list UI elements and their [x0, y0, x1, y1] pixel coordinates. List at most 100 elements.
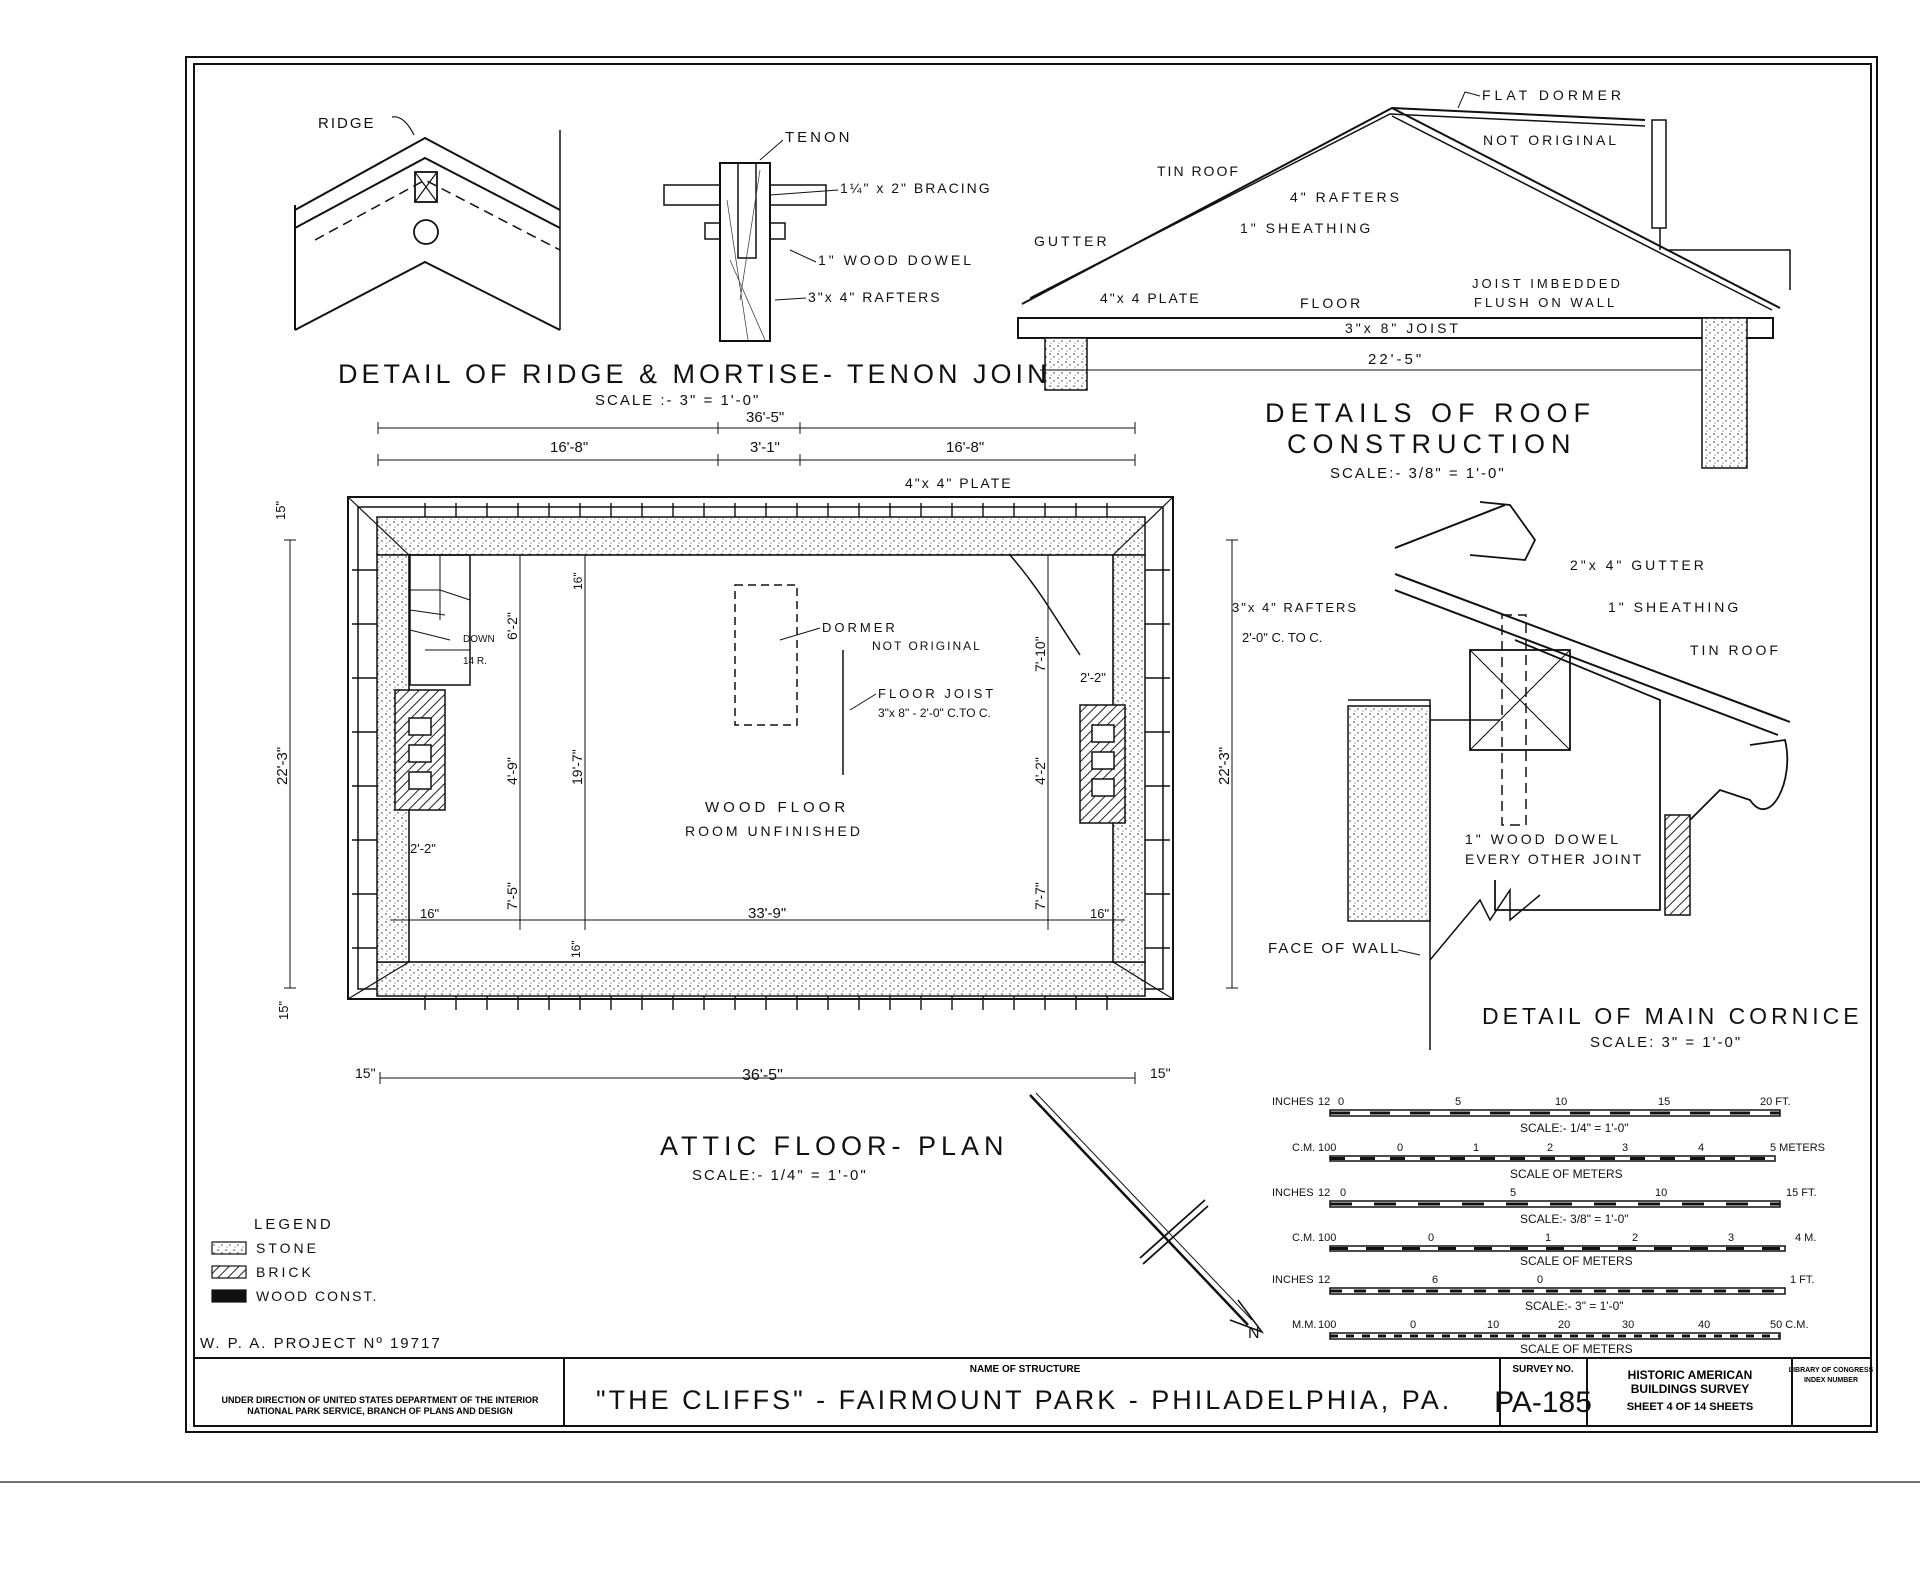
inner-border — [193, 63, 1872, 1427]
s5-t1: 0 — [1537, 1274, 1543, 1286]
s3-t0: 0 — [1340, 1187, 1346, 1199]
cornice-rafters: 3"x 4" RAFTERS — [1232, 600, 1358, 615]
s4-lead: 100 — [1318, 1232, 1336, 1244]
cornice-dowel: 1" WOOD DOWEL — [1465, 831, 1621, 847]
dim-22-right: 2'-2" — [1080, 670, 1106, 685]
stair-risers: 14 R. — [463, 656, 487, 667]
plate-label: 4"x 4 PLATE — [1100, 290, 1201, 306]
s2-caption: SCALE OF METERS — [1510, 1167, 1623, 1181]
dim-overall-bottom: 36'-5" — [742, 1067, 783, 1084]
agency-line-1: UNDER DIRECTION OF UNITED STATES DEPARTM… — [222, 1395, 540, 1405]
roof-title-1: DETAILS OF ROOF — [1265, 398, 1596, 428]
cornice-title: DETAIL OF MAIN CORNICE — [1482, 1003, 1863, 1029]
north-arrow: N — [1029, 1092, 1265, 1342]
ridge-title: DETAIL OF RIDGE & MORTISE- TENON JOINT — [338, 359, 1071, 389]
dim-w15-bottom: 15" — [276, 1001, 291, 1020]
legend-wood: WOOD CONST. — [256, 1288, 378, 1304]
roof-title-2: CONSTRUCTION — [1287, 429, 1577, 459]
room-unfinished: ROOM UNFINISHED — [685, 823, 863, 839]
joist-3x8: 3"x 8" JOIST — [1345, 320, 1461, 336]
s4-t4: 4 M. — [1795, 1232, 1816, 1244]
cornice-sheathing: 1" SHEATHING — [1608, 599, 1741, 615]
s1-t0: 0 — [1338, 1096, 1344, 1108]
floor-label: FLOOR — [1300, 295, 1363, 311]
legend-stone: STONE — [256, 1240, 319, 1256]
s4-caption: SCALE OF METERS — [1520, 1254, 1633, 1268]
bracing-label: 1¼" x 2" BRACING — [840, 180, 992, 196]
name-label: NAME OF STRUCTURE — [970, 1364, 1081, 1375]
s5-caption: SCALE:- 3" = 1'-0" — [1525, 1299, 1624, 1313]
wpa-project: W. P. A. PROJECT Nº 19717 — [200, 1335, 442, 1352]
sheet-no: SHEET 4 OF 14 SHEETS — [1627, 1401, 1754, 1413]
dim-right-h: 22'-3" — [1216, 747, 1233, 785]
dormer-note: NOT ORIGINAL — [872, 639, 982, 653]
not-original: NOT ORIGINAL — [1483, 132, 1619, 148]
cornice-every-other: EVERY OTHER JOINT — [1465, 851, 1643, 867]
ridge-detail: RIDGE TENON 1¼" x 2" BRACING 1" WOOD DOW… — [294, 115, 1071, 409]
s5-lead: 12 — [1318, 1274, 1330, 1286]
s5-t0: 6 — [1432, 1274, 1438, 1286]
s1-t4: 20 FT. — [1760, 1096, 1791, 1108]
dim-right-top: 7'-10" — [1032, 636, 1048, 672]
tenon-label: TENON — [785, 129, 853, 146]
gutter-label: GUTTER — [1034, 233, 1110, 249]
s1-t2: 10 — [1555, 1096, 1567, 1108]
dowel-label: 1" WOOD DOWEL — [818, 252, 974, 268]
outer-border — [185, 56, 1878, 1433]
joist-imbedded: JOIST IMBEDDED — [1472, 276, 1623, 291]
loc-line-1: LIBRARY OF CONGRESS — [1789, 1367, 1874, 1374]
rafters-4: 4" RAFTERS — [1290, 189, 1402, 205]
s6-t1: 10 — [1487, 1319, 1499, 1331]
dim-low-h: 7'-5" — [504, 882, 520, 910]
s4-t2: 2 — [1632, 1232, 1638, 1244]
dim-w15-top: 15" — [273, 501, 288, 520]
s6-unit: M.M. — [1292, 1319, 1316, 1331]
dormer-label: DORMER — [822, 620, 898, 635]
span-22-5: 22'-5" — [1368, 351, 1424, 368]
s3-t3: 15 FT. — [1786, 1187, 1817, 1199]
s3-lead: 12 — [1318, 1187, 1330, 1199]
s1-t1: 5 — [1455, 1096, 1461, 1108]
s3-t2: 10 — [1655, 1187, 1667, 1199]
north-label: N — [1248, 1325, 1260, 1342]
flat-dormer: FLAT DORMER — [1482, 87, 1625, 103]
rafters-label: 3"x 4" RAFTERS — [808, 289, 942, 305]
s1-lead: 12 — [1318, 1096, 1330, 1108]
dim-15-bl: 15" — [355, 1065, 376, 1081]
joist-note: 3"x 8" - 2'-0" C.TO C. — [878, 706, 991, 720]
plate-note: 4"x 4" PLATE — [905, 475, 1013, 491]
s6-t3: 30 — [1622, 1319, 1634, 1331]
agency-line-2: NATIONAL PARK SERVICE, BRANCH OF PLANS A… — [247, 1406, 513, 1416]
face-of-wall: FACE OF WALL — [1268, 940, 1401, 957]
s6-t4: 40 — [1698, 1319, 1710, 1331]
cornice-tin-roof: TIN ROOF — [1690, 642, 1781, 658]
loc-line-2: INDEX NUMBER — [1804, 1377, 1858, 1384]
s1-t3: 15 — [1658, 1096, 1670, 1108]
joist-ticks-top — [352, 503, 1170, 1010]
cornice-scale: SCALE: 3" = 1'-0" — [1590, 1034, 1742, 1051]
s1-caption: SCALE:- 1/4" = 1'-0" — [1520, 1121, 1629, 1135]
dim-stair-h: 6'-2" — [504, 612, 520, 640]
s2-t3: 3 — [1622, 1142, 1628, 1154]
s6-lead: 100 — [1318, 1319, 1336, 1331]
s3-unit: INCHES — [1272, 1187, 1314, 1199]
roof-detail: FLAT DORMER NOT ORIGINAL TIN ROOF 4" RAF… — [1017, 87, 1791, 482]
s4-unit: C.M. — [1292, 1232, 1315, 1244]
s1-unit: INCHES — [1272, 1096, 1314, 1108]
joist-label: FLOOR JOIST — [878, 686, 996, 701]
s4-t3: 3 — [1728, 1232, 1734, 1244]
gutter-2x4: 2"x 4" GUTTER — [1570, 557, 1707, 573]
dim-right-chim: 4'-2" — [1032, 757, 1048, 785]
cornice-spacing: 2'-0" C. TO C. — [1242, 630, 1322, 645]
dim-mid-h: 19'-7" — [569, 749, 585, 785]
s4-t0: 0 — [1428, 1232, 1434, 1244]
habs-line-2: BUILDINGS SURVEY — [1631, 1382, 1749, 1396]
survey-no: PA-185 — [1494, 1386, 1592, 1419]
dim-d16-a: 16" — [571, 572, 585, 590]
s6-t0: 0 — [1410, 1319, 1416, 1331]
dim-d16-b: 16" — [569, 940, 583, 958]
s2-t0: 0 — [1397, 1142, 1403, 1154]
s6-t2: 20 — [1558, 1319, 1570, 1331]
s2-t4: 4 — [1698, 1142, 1704, 1154]
